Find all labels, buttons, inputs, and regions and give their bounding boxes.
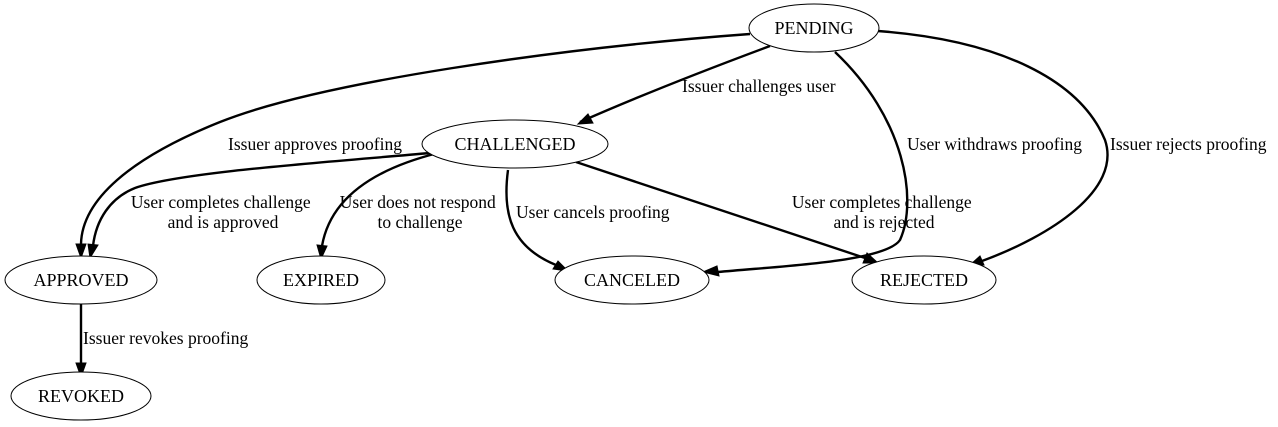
node-challenged: CHALLENGED	[421, 119, 609, 169]
label-pending-to-canceled: User withdraws proofing	[907, 134, 1082, 154]
edge-challenged-to-approved	[87, 151, 431, 260]
node-pending-label: PENDING	[775, 18, 854, 38]
node-expired-label: EXPIRED	[283, 270, 359, 290]
edge-pending-to-approved	[75, 32, 751, 260]
label-approved-to-revoked: Issuer revokes proofing	[83, 328, 248, 348]
label-challenged-to-expired: User does not respond to challenge	[340, 192, 500, 232]
node-canceled-label: CANCELED	[584, 270, 680, 290]
edge-challenged-to-expired	[316, 151, 439, 261]
label-pending-to-rejected: Issuer rejects proofing	[1110, 134, 1267, 154]
edge-approved-to-revoked	[75, 302, 87, 379]
node-revoked-label: REVOKED	[38, 386, 124, 406]
label-challenged-to-canceled: User cancels proofing	[516, 202, 670, 222]
node-challenged-label: CHALLENGED	[455, 134, 576, 154]
label-pending-to-challenged: Issuer challenges user	[682, 76, 836, 96]
nodes: PENDING CHALLENGED APPROVED EXPIRED CANC…	[4, 3, 997, 421]
edge-pending-to-canceled	[701, 51, 909, 277]
node-rejected: REJECTED	[851, 255, 997, 305]
node-revoked: REVOKED	[10, 371, 152, 421]
node-canceled: CANCELED	[554, 255, 710, 305]
edge-labels: Issuer challenges user Issuer approves p…	[83, 76, 1267, 348]
node-rejected-label: REJECTED	[880, 270, 968, 290]
label-pending-to-approved: Issuer approves proofing	[228, 134, 402, 154]
edge-pending-to-challenged	[576, 44, 771, 125]
label-challenged-to-approved: User completes challenge and is approved	[131, 192, 315, 232]
node-approved: APPROVED	[4, 255, 158, 305]
node-pending: PENDING	[748, 3, 880, 53]
node-approved-label: APPROVED	[33, 270, 128, 290]
label-challenged-to-rejected: User completes challenge and is rejected	[792, 192, 976, 232]
node-expired: EXPIRED	[256, 255, 386, 305]
edge-challenged-to-rejected	[575, 160, 880, 264]
